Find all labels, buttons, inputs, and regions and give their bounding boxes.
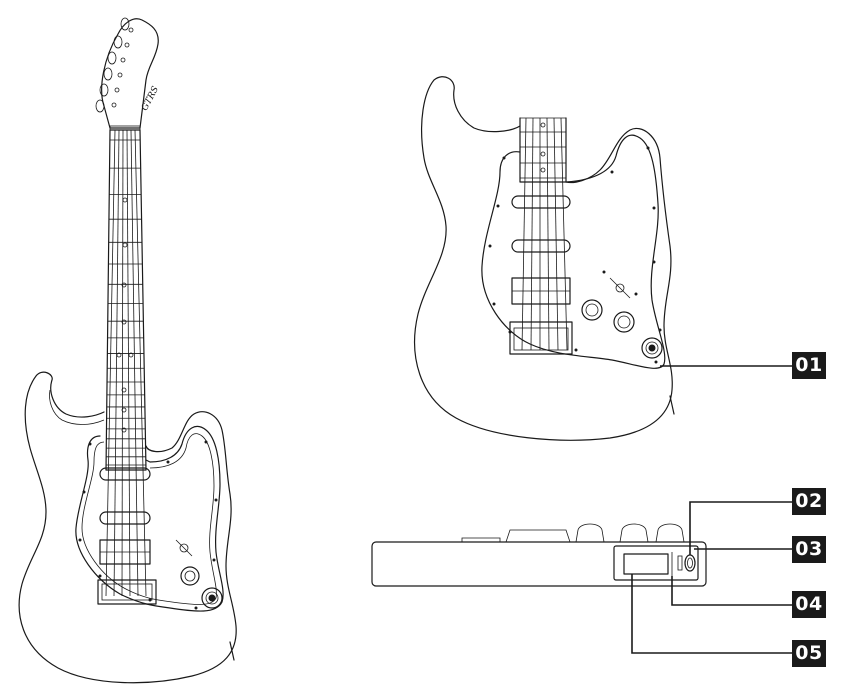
guitar-body bbox=[18, 371, 237, 684]
callout-line-02 bbox=[689, 501, 792, 555]
body-edge-bevel bbox=[49, 389, 105, 425]
callout-badge-05: 05 bbox=[792, 640, 826, 667]
closeup-strings bbox=[521, 117, 568, 351]
tuner-posts bbox=[111, 27, 134, 108]
pickguard-screws bbox=[78, 440, 218, 610]
middle-pickup bbox=[99, 511, 151, 525]
closeup-frets bbox=[520, 117, 566, 179]
closeup-bridge bbox=[509, 321, 573, 355]
callout-badge-01: 01 bbox=[792, 352, 826, 379]
switch-02 bbox=[684, 554, 696, 572]
callout-line-05 bbox=[631, 574, 792, 654]
closeup-tone-knob bbox=[641, 337, 663, 359]
closeup-controls bbox=[581, 277, 663, 359]
fretboard bbox=[105, 129, 147, 471]
led-03 bbox=[677, 555, 683, 571]
closeup-pickups bbox=[511, 195, 571, 305]
closeup-pickguard bbox=[481, 134, 666, 369]
bridge-humbucker bbox=[99, 539, 151, 565]
full-guitar-view bbox=[18, 17, 237, 684]
fret-markers bbox=[116, 197, 134, 433]
callout-badge-04: 04 bbox=[792, 591, 826, 618]
controls bbox=[175, 539, 223, 609]
closeup-output-jack bbox=[669, 395, 675, 415]
pickup-selector-switch bbox=[179, 543, 189, 553]
side-view bbox=[371, 501, 792, 654]
side-body bbox=[371, 541, 707, 587]
bridge bbox=[97, 579, 157, 605]
volume-knob bbox=[180, 566, 200, 586]
callout-badge-03: 03 bbox=[792, 536, 826, 563]
strings bbox=[105, 129, 147, 597]
closeup-body bbox=[414, 76, 673, 441]
tone-knob bbox=[201, 587, 223, 609]
callout-line-04 bbox=[671, 576, 792, 606]
neck-pickup bbox=[99, 467, 151, 481]
closeup-neck bbox=[519, 117, 567, 183]
callout-badge-02: 02 bbox=[792, 488, 826, 515]
pickguard-inner bbox=[81, 433, 217, 605]
pickguard bbox=[75, 425, 224, 612]
port-05 bbox=[623, 553, 669, 575]
headstock bbox=[101, 18, 159, 129]
body-closeup-view bbox=[414, 76, 792, 441]
side-panel bbox=[613, 545, 699, 581]
output-jack bbox=[229, 641, 235, 661]
tuning-pegs bbox=[95, 17, 130, 113]
closeup-screws bbox=[488, 146, 662, 364]
